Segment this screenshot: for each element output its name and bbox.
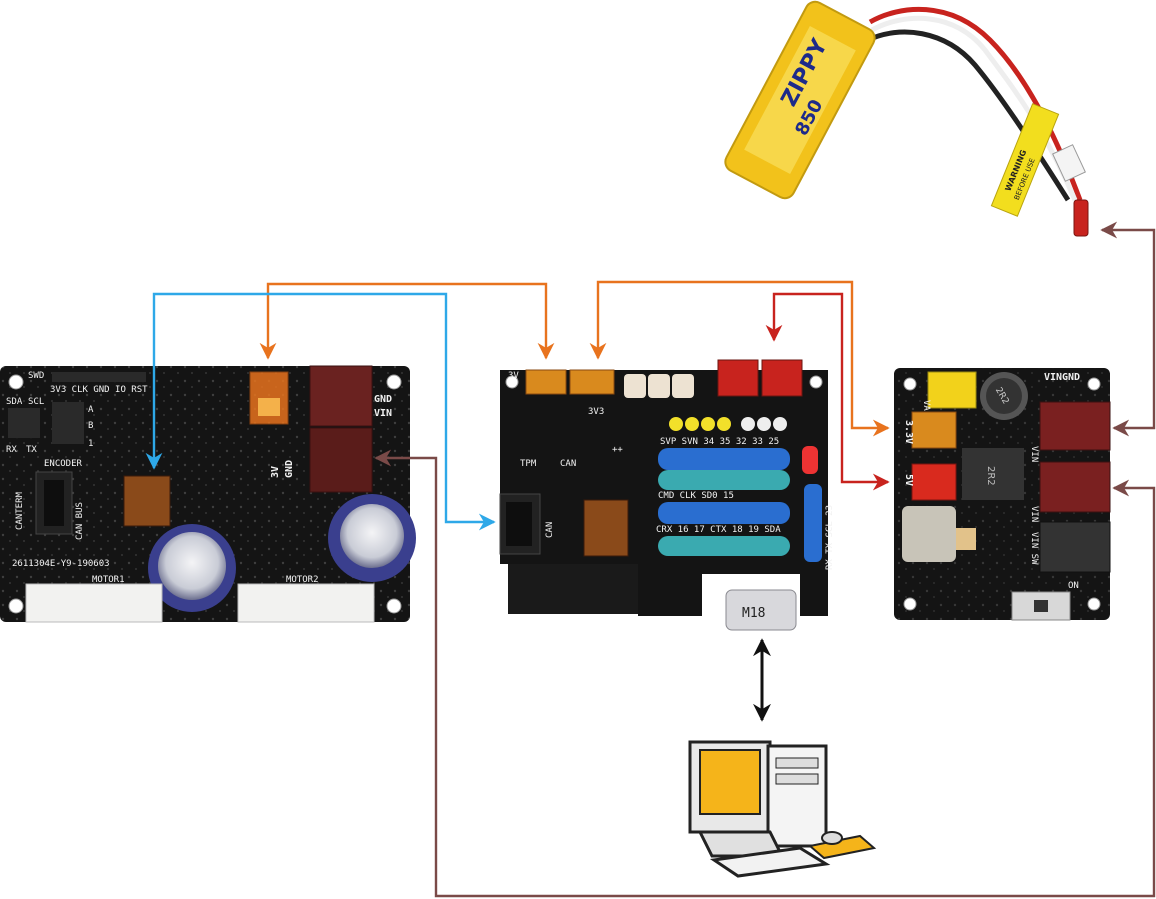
ctrl-can-top-label: CAN [560,459,576,469]
wire-vin-brown-return [374,449,1156,898]
inductor-top: 2R2 [980,372,1028,420]
pin-side-label: RX TX SCL 23 [825,505,835,570]
can-bus-connector[interactable] [35,471,73,535]
pwr-vin-connector-top[interactable] [1039,401,1111,451]
inductor-mid-label: 2R2 [985,466,996,486]
motor-gnd-label: GND [374,394,392,405]
desktop-computer-icon [688,740,877,878]
pwr-on-label: ON [1068,581,1079,591]
pwr-5v-connector[interactable] [911,463,957,501]
pin-row3-label: CRX 16 17 CTX 18 19 SDA [656,525,781,535]
ctrl-tpm-label: TPM [520,459,537,469]
a-label: A [88,405,94,415]
pwr-vin-top-label: VIN [1029,446,1039,462]
motor-3v-label: 3V [270,466,281,478]
swd-label: SWD [28,371,44,381]
pwr-vin-connector-mid[interactable] [1039,461,1111,513]
ctrl-3v3-connector-a[interactable] [525,369,567,395]
one-label: 1 [88,439,93,449]
pwr-vin-label: VIN [1044,372,1062,383]
pwr-3v3-connector[interactable] [911,411,957,449]
power-switch[interactable] [1011,591,1071,621]
part-number-label: 2611304E-Y9-190603 [12,559,110,569]
pin-header-blue-1[interactable] [658,448,790,470]
scl-label: SCL [28,397,44,407]
usb-port[interactable]: M18 [725,589,797,631]
motor-vin-label: VIN [374,408,392,419]
capacitor-left [148,524,236,612]
power-board: VIN GND VAR 2R2 3.3V 2R2 5V VIN [894,368,1111,621]
wire-3v-orange-motor [259,282,555,360]
lipo-battery-icon: ZIPPY 850 WARNING BEFORE USE [724,0,1089,237]
motor1-connector[interactable] [25,583,163,623]
pwr-vin-sw-connector[interactable] [1039,521,1111,573]
motor1-label: MOTOR1 [92,575,125,585]
wire-battery-brown [1100,221,1156,437]
pin-header-teal-2[interactable] [658,536,790,556]
pwr-vin-mid-label: VIN [1029,506,1039,522]
motor2-connector[interactable] [237,583,375,623]
pwr-gnd-label: GND [1062,372,1080,383]
pwr-var-connector[interactable] [927,371,977,409]
pin-header-teal-1[interactable] [658,470,790,490]
ctrl-can-connector[interactable] [499,493,541,555]
motor-power-connector[interactable] [309,365,373,493]
ctrl-power-connector-b[interactable] [761,359,803,397]
wire-can-blue [145,292,496,531]
usb-label: M18 [742,606,765,621]
swd-header[interactable] [52,372,146,382]
debug-pins-label: 3V3 CLK GND IO RST [50,385,148,395]
canterm-label: CANTERM [15,491,25,530]
controller-board: 3V 3V3 TPM CAN ++ CAN [499,359,835,631]
rx-label: RX [6,445,17,455]
ctrl-3v3-connector-b[interactable] [569,369,615,395]
capacitor-right [328,494,416,582]
pin-row2-label: CMD CLK SD0 15 [658,491,734,501]
pwr-vin-sw-label: VIN SW [1029,532,1039,565]
ctrl-plus-label: ++ [612,445,623,455]
sda-label: SDA [6,397,23,407]
pwr-var-label: VAR [921,400,931,417]
pwr-3v3-label: 3.3V [903,420,914,444]
pin-header-blue-2[interactable] [658,502,790,524]
ctrl-3v3-label: 3V3 [588,407,604,417]
motor-3v-connector[interactable] [249,371,289,425]
lipo-battery: ZIPPY 850 WARNING BEFORE USE [724,0,1089,237]
ctrl-can-label: CAN [545,522,555,538]
pwr-5v-label: 5V [903,474,914,486]
motor-gnd2-label: GND [284,460,295,478]
encoder-label: ENCODER [44,459,83,469]
b-label: B [88,421,93,431]
motor2-label: MOTOR2 [286,575,319,585]
canbus-label: CAN BUS [75,502,85,540]
ctrl-3v-left-label: 3V [508,371,519,381]
ctrl-power-connector-a[interactable] [717,359,759,397]
pin-row1-label: SVP SVN 34 35 32 33 25 [660,437,779,447]
motor-driver-board: SWD 3V3 CLK GND IO RST SDA SCL RX TX A B… [0,365,416,623]
desktop-computer [688,740,877,878]
inductor-mid: 2R2 [962,448,1024,500]
tx-label: TX [26,445,37,455]
